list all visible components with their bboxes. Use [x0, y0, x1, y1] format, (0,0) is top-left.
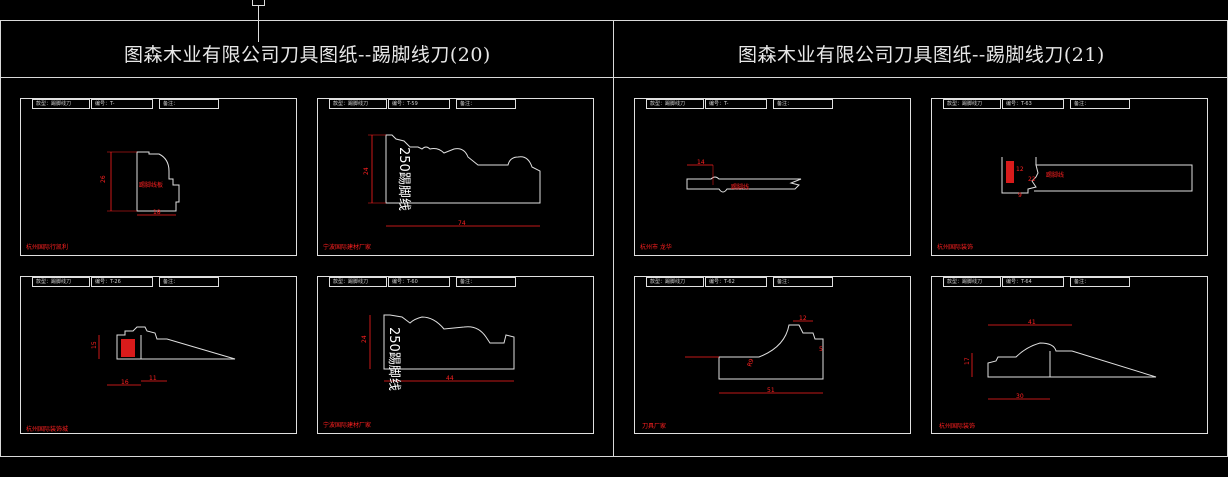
- card-header: 款型：踢脚线刀 编号：T-59 备注：: [318, 99, 593, 110]
- note-cell: 备注：: [159, 99, 219, 109]
- card-caption: 宁波国际建材厂家: [323, 244, 372, 251]
- drawing-card[interactable]: 款型：踢脚线刀 编号：T-59 备注： 24 74 250踢脚线 宁波国际建材厂…: [317, 98, 594, 256]
- dim-value: 14: [697, 159, 705, 166]
- frame-divider: [613, 20, 614, 457]
- type-cell: 款型：踢脚线刀: [32, 99, 90, 109]
- dim-value: 51: [767, 387, 775, 394]
- insertion-line: [258, 6, 259, 42]
- code-cell: 编号：T-63: [1002, 99, 1064, 109]
- card-caption: 杭州国际装饰城: [26, 426, 69, 433]
- dim-value: 26: [100, 175, 107, 183]
- profile-outline: [385, 134, 541, 204]
- dim-value: 44: [446, 375, 454, 382]
- card-header: 款型：踢脚线刀 编号：T-60 备注：: [318, 277, 593, 288]
- type-cell: 款型：踢脚线刀: [32, 277, 90, 287]
- type-cell: 款型：踢脚线刀: [943, 99, 1001, 109]
- hatch-block: [1006, 161, 1014, 183]
- drawing-card[interactable]: 款型：踢脚线刀 编号：T-62 备注： 12 5 51 R9 刀具厂家: [634, 276, 911, 434]
- card-header: 款型：踢脚线刀 编号：T-63 备注：: [932, 99, 1207, 110]
- card-caption: 杭州国际装饰: [937, 244, 974, 251]
- card-header: 款型：踢脚线刀 编号：T- 备注：: [635, 99, 910, 110]
- dim-value: R9: [746, 358, 755, 368]
- type-cell: 款型：踢脚线刀: [943, 277, 1001, 287]
- drawing-card[interactable]: 款型：踢脚线刀 编号：T-60 备注： 24 44 250踢脚线 宁波国际建材厂…: [317, 276, 594, 434]
- profile-label: 踢脚线: [1046, 171, 1064, 179]
- drawing-card[interactable]: 款型：踢脚线刀 编号：T-64 备注： 41 17 30 杭州国际装饰: [931, 276, 1208, 434]
- profile-label: 250踢脚线: [386, 327, 402, 391]
- code-cell: 编号：T-62: [705, 277, 767, 287]
- code-cell: 编号：T-: [91, 99, 153, 109]
- title-underline-left: [0, 77, 613, 78]
- dim-value: 30: [1016, 393, 1024, 400]
- note-cell: 备注：: [773, 99, 833, 109]
- profile-drawing: 24 44 250踢脚线: [361, 314, 515, 391]
- profile-drawing: 15 16 11: [91, 326, 236, 386]
- drawing-card[interactable]: 款型：踢脚线刀 编号：T-26 备注： 15 16 11 杭州国际装饰城: [20, 276, 297, 434]
- card-header: 款型：踢脚线刀 编号：T-64 备注：: [932, 277, 1207, 288]
- note-cell: 备注：: [456, 99, 516, 109]
- code-cell: 编号：T-60: [388, 277, 450, 287]
- profile-outline: [116, 326, 236, 360]
- profile-outline: [718, 324, 824, 380]
- profile-outline: [1001, 157, 1193, 194]
- note-cell: 备注：: [1070, 99, 1130, 109]
- code-cell: 编号：T-64: [1002, 277, 1064, 287]
- type-cell: 款型：踢脚线刀: [329, 277, 387, 287]
- profile-drawing: 14 踢脚线: [686, 159, 802, 193]
- card-caption: 杭州市 龙华: [640, 244, 672, 251]
- dim-value: 11: [149, 375, 157, 382]
- profile-label: 踢脚线板: [139, 181, 163, 189]
- card-header: 款型：踢脚线刀 编号：T- 备注：: [21, 99, 296, 110]
- note-cell: 备注：: [159, 277, 219, 287]
- drawing-card[interactable]: 款型：踢脚线刀 编号：T- 备注： 14 踢脚线 杭州市 龙华: [634, 98, 911, 256]
- profile-outline: [136, 151, 180, 212]
- profile-label: 250踢脚线: [396, 147, 412, 211]
- sheet-title-20: 图森木业有限公司刀具图纸--踢脚线刀(20): [124, 44, 491, 66]
- dim-value: 12: [799, 315, 807, 322]
- drawing-card[interactable]: 款型：踢脚线刀 编号：T- 备注： 26 18 踢脚线板 杭州国际行凯利: [20, 98, 297, 256]
- profile-drawing: 26 18 踢脚线板: [100, 151, 180, 216]
- card-header: 款型：踢脚线刀 编号：T-26 备注：: [21, 277, 296, 288]
- dim-value: 9: [1018, 192, 1022, 199]
- note-cell: 备注：: [1070, 277, 1130, 287]
- dim-value: 18: [153, 209, 161, 216]
- profile-drawing: 41 17 30: [964, 319, 1157, 400]
- code-cell: 编号：T-26: [91, 277, 153, 287]
- code-cell: 编号：T-: [705, 99, 767, 109]
- profile-outline: [383, 314, 515, 370]
- dim-value: 16: [121, 379, 129, 386]
- drawing-card[interactable]: 款型：踢脚线刀 编号：T-63 备注： 12 22 9 踢脚线 杭州国际装饰: [931, 98, 1208, 256]
- dim-value: 17: [964, 357, 971, 365]
- sheet-title-21: 图森木业有限公司刀具图纸--踢脚线刀(21): [738, 44, 1105, 66]
- card-caption: 刀具厂家: [642, 423, 667, 430]
- card-caption: 宁波国际建材厂家: [323, 422, 372, 429]
- type-cell: 款型：踢脚线刀: [646, 99, 704, 109]
- dim-value: 24: [363, 167, 370, 175]
- dim-value: 5: [819, 346, 823, 353]
- hatch-block: [121, 339, 135, 357]
- profile-drawing: 12 5 51 R9: [685, 315, 824, 394]
- type-cell: 款型：踢脚线刀: [646, 277, 704, 287]
- card-header: 款型：踢脚线刀 编号：T-62 备注：: [635, 277, 910, 288]
- note-cell: 备注：: [773, 277, 833, 287]
- dim-value: 12: [1016, 166, 1024, 173]
- profile-drawing: 24 74 250踢脚线: [363, 134, 541, 227]
- note-cell: 备注：: [456, 277, 516, 287]
- profile-drawing: 12 22 9 踢脚线: [1001, 157, 1193, 199]
- card-caption: 杭州国际行凯利: [26, 244, 69, 251]
- code-cell: 编号：T-59: [388, 99, 450, 109]
- card-caption: 杭州国际装饰: [939, 423, 976, 430]
- dim-value: 24: [361, 335, 368, 343]
- insertion-marker: [252, 0, 265, 6]
- dim-value: 15: [91, 341, 98, 349]
- profile-outline: [987, 342, 1157, 378]
- profile-label: 踢脚线: [731, 183, 749, 191]
- dim-value: 41: [1028, 319, 1036, 326]
- type-cell: 款型：踢脚线刀: [329, 99, 387, 109]
- profile-outline: [686, 176, 802, 193]
- dim-value: 22: [1028, 176, 1036, 183]
- dim-value: 74: [458, 220, 466, 227]
- title-underline-right: [613, 77, 1228, 78]
